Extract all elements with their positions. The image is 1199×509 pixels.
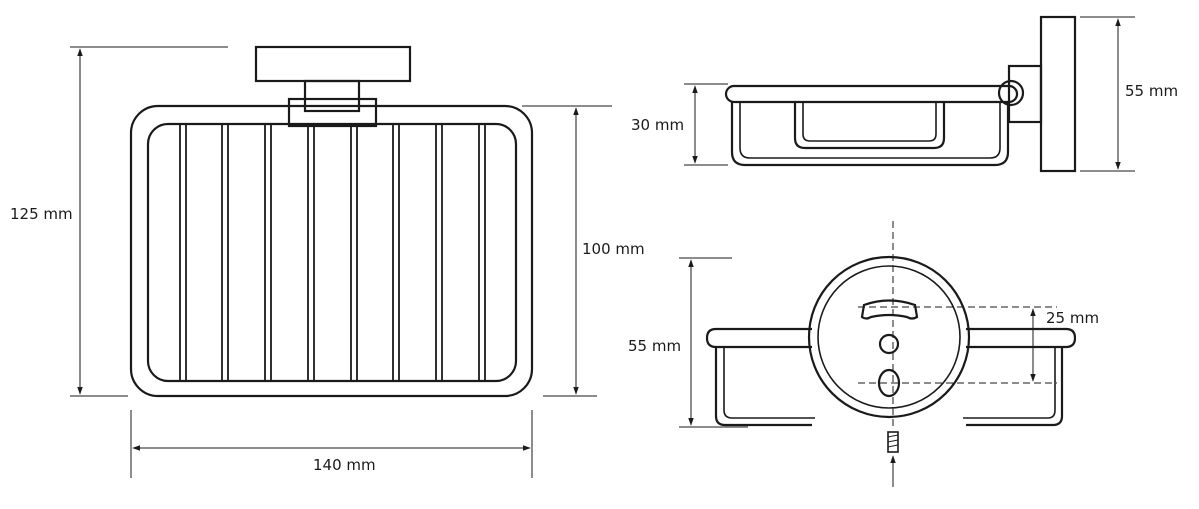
side-soap-tray: [793, 102, 946, 150]
side-mount-arm: [1007, 64, 1043, 124]
label-front-basket-height: 100 mm: [582, 240, 645, 258]
back-rail-right: [966, 327, 1077, 349]
back-hanging-slot: [860, 299, 919, 320]
label-bottom-screw-spacing: 25 mm: [1046, 309, 1099, 327]
dim-side-mount-height: 55 mm: [1080, 16, 1178, 172]
label-front-width: 140 mm: [313, 456, 376, 474]
dim-front-height-total: 125 mm: [10, 46, 228, 397]
side-view: 30 mm 55 mm: [631, 15, 1178, 173]
front-view: 125 mm 100 mm 140 mm: [10, 45, 645, 478]
side-basket-inner: [739, 102, 1001, 159]
dim-bottom-screw-spacing: 25 mm: [1030, 308, 1099, 382]
front-basket-bars: [179, 124, 486, 381]
side-basket-outer: [730, 102, 1010, 167]
back-mount-disc-inner: [817, 265, 961, 409]
front-mount-neck: [303, 79, 361, 113]
label-side-basket-depth: 30 mm: [631, 116, 684, 134]
dim-bottom-total-height: 55 mm: [628, 257, 748, 428]
front-mount-clamp: [287, 97, 378, 128]
label-front-height-total: 125 mm: [10, 205, 73, 223]
side-mount-ring: [997, 79, 1025, 107]
front-mount-plate: [254, 45, 412, 83]
back-screw-hole-lower: [877, 368, 901, 398]
back-screw-hole-upper: [878, 333, 900, 355]
side-wall-plate: [1039, 15, 1077, 173]
dim-side-basket-depth: 30 mm: [631, 83, 728, 166]
back-view: 55 mm 25 mm: [628, 221, 1099, 487]
side-top-rail: [724, 84, 1019, 104]
front-basket-inner-frame: [146, 122, 518, 383]
dim-front-basket-height: 100 mm: [522, 105, 645, 397]
back-mount-disc-outer: [807, 255, 971, 419]
front-basket-outer-frame: [129, 104, 534, 398]
dim-front-width: 140 mm: [130, 410, 533, 478]
back-screw: [887, 431, 899, 487]
back-rail-left: [705, 327, 812, 349]
back-basket-body: [714, 347, 1064, 427]
label-bottom-total-height: 55 mm: [628, 337, 681, 355]
label-side-mount-height: 55 mm: [1125, 82, 1178, 100]
